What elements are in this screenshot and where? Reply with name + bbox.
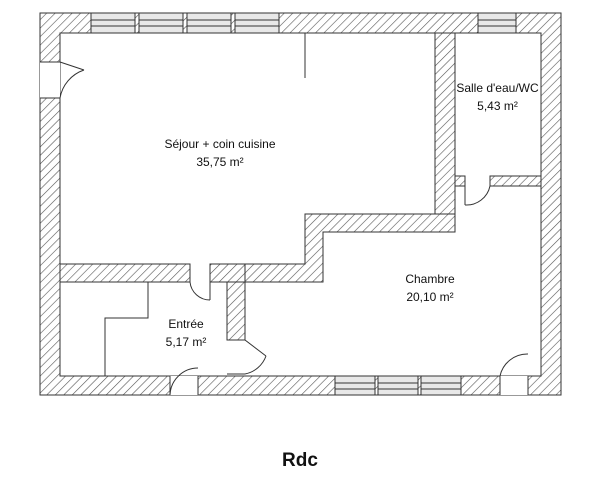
wall-salle-bottom — [454, 175, 542, 187]
closet-entree — [104, 282, 149, 376]
wall-entree-chambre — [226, 281, 246, 341]
room-area: 20,10 m² — [406, 290, 454, 304]
door-salle — [464, 185, 491, 206]
room-name: Séjour + coin cuisine — [164, 137, 276, 151]
room-label-sejour: Séjour + coin cuisine 35,75 m² — [130, 135, 310, 171]
wall-sejour-chambre — [244, 213, 456, 283]
room-area: 35,75 m² — [196, 155, 244, 169]
door-chambre-bottom — [499, 353, 529, 395]
door-entree-chambre — [227, 339, 267, 375]
room-name: Chambre — [405, 272, 455, 286]
door-sejour-entree — [189, 281, 211, 301]
room-label-chambre: Chambre 20,10 m² — [370, 270, 490, 306]
room-area: 5,43 m² — [477, 99, 518, 113]
floor-plan — [39, 12, 562, 396]
windows-bottom — [334, 375, 462, 396]
door-entrance — [40, 61, 85, 99]
room-name: Entrée — [168, 317, 204, 331]
windows-top — [90, 12, 517, 34]
room-name: Salle d'eau/WC — [456, 81, 539, 95]
outer-wall — [39, 12, 562, 396]
wall-sejour-salle — [434, 32, 456, 215]
wall-sejour-entree — [59, 263, 246, 283]
room-area: 5,17 m² — [165, 335, 207, 349]
door-entree-bottom — [169, 367, 199, 396]
floor-title: Rdc — [282, 450, 318, 471]
room-label-entree: Entrée 5,17 m² — [146, 315, 226, 351]
room-label-salle: Salle d'eau/WC 5,43 m² — [440, 79, 555, 115]
